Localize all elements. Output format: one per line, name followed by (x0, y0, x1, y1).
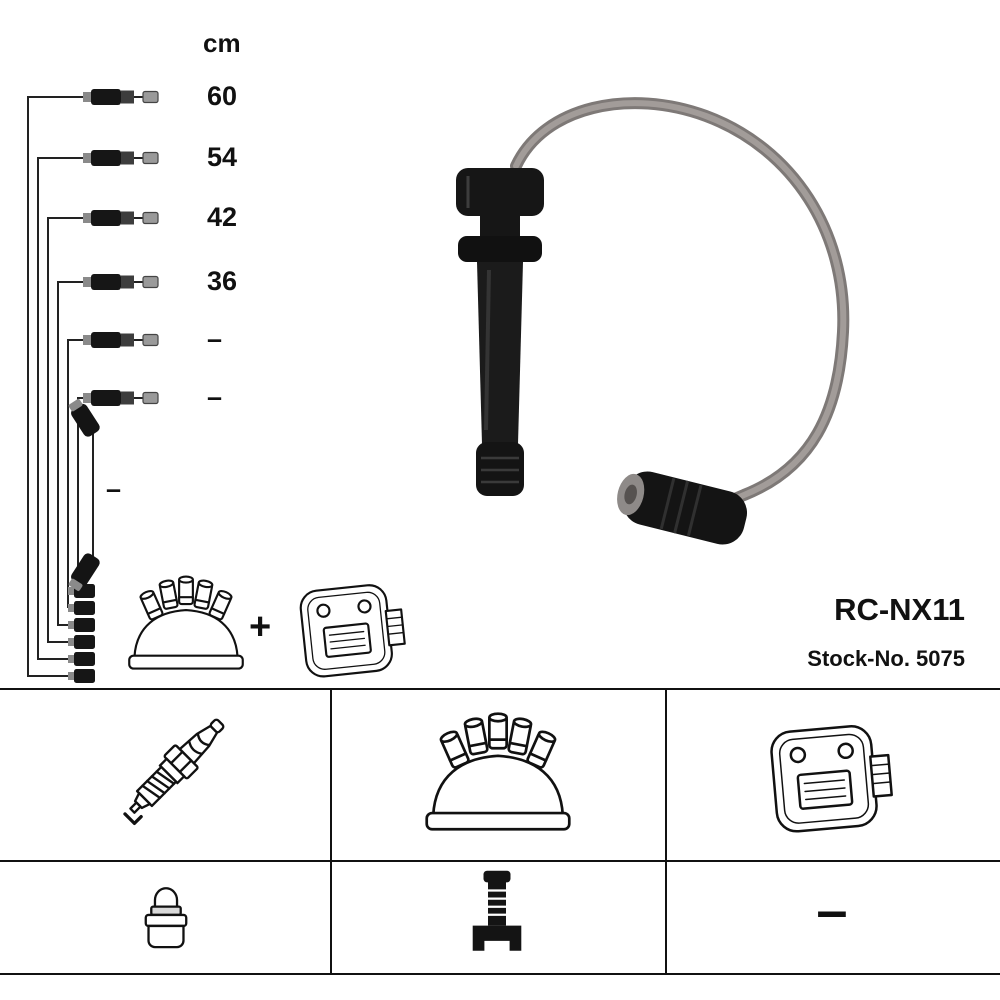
distributor-cap-icon (128, 575, 244, 670)
plus-sign: + (249, 606, 272, 648)
cable-length-schematic (27, 88, 159, 683)
parts-grid-lines (0, 688, 1000, 975)
coil-cable (68, 399, 100, 591)
spark-plug-cable-photo (456, 97, 850, 545)
stock-number: Stock-No. 5075 (807, 646, 965, 671)
cable-length-3: 42 (207, 202, 238, 232)
unit-label: cm (203, 28, 241, 58)
cable-length-5: – (207, 324, 223, 354)
product-code: RC-NX11 (834, 592, 965, 627)
coil-boot (617, 471, 748, 545)
table-cell-dash: – (816, 878, 848, 941)
cable-row-1 (27, 88, 159, 683)
coil-cable-length: – (106, 474, 122, 504)
cable-length-2: 54 (207, 142, 238, 172)
cable-row-4 (57, 273, 159, 632)
ignition-coil-icon (768, 721, 896, 835)
cable-row-3 (47, 209, 159, 649)
spark-plug-icon (113, 709, 234, 830)
cable-row-2 (37, 149, 159, 666)
cable-length-4: 36 (207, 266, 238, 296)
plug-boot (456, 168, 544, 496)
cable-length-6: – (207, 382, 223, 412)
distributor-cap-icon (425, 712, 571, 831)
cable-row-6 (68, 389, 159, 598)
cable-row-5 (67, 331, 159, 615)
cable-length-1: 60 (207, 81, 238, 111)
ignition-coil-icon (297, 581, 409, 680)
straight-boot-icon (471, 869, 523, 952)
terminal-nut-icon (144, 887, 188, 949)
